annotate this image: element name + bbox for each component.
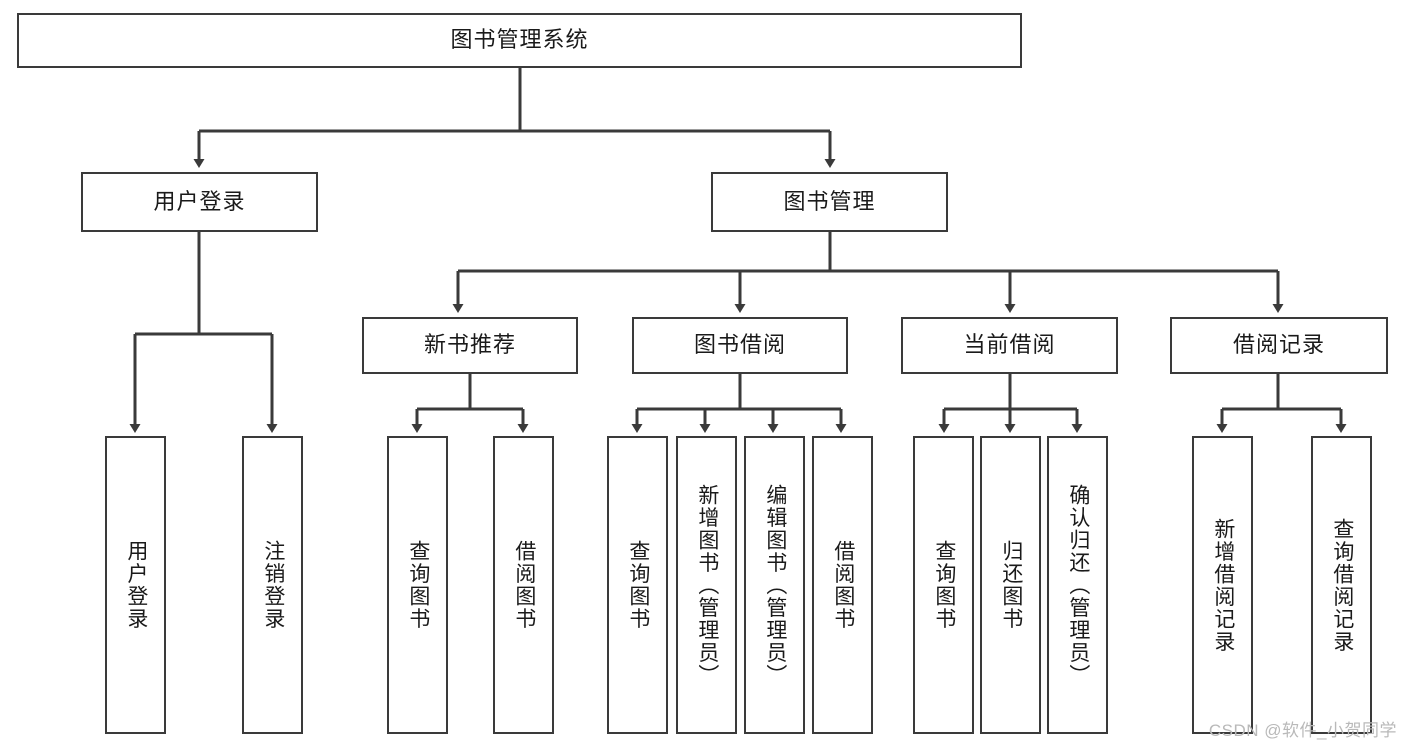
node-label: 借阅图书 xyxy=(512,540,536,630)
node-label: 查询图书 xyxy=(406,540,430,630)
node-label: 用户登录 xyxy=(124,540,148,630)
leaf-add-borrow-record[interactable]: 新增借阅记录 xyxy=(1192,436,1253,734)
leaf-logout-login[interactable]: 注销登录 xyxy=(242,436,303,734)
node-label: 借阅图书 xyxy=(831,540,855,630)
leaf-add-book[interactable]: 新增图书（管理员） xyxy=(676,436,737,734)
node-label: 查询图书 xyxy=(626,540,650,630)
leaf-borrow-book-recommend[interactable]: 借阅图书 xyxy=(493,436,554,734)
leaf-borrow-book[interactable]: 借阅图书 xyxy=(812,436,873,734)
node-label: 确认归还（管理员） xyxy=(1066,483,1090,687)
node-book-management-system[interactable]: 图书管理系统 xyxy=(17,13,1022,68)
node-current-borrow[interactable]: 当前借阅 xyxy=(901,317,1118,374)
leaf-return-book[interactable]: 归还图书 xyxy=(980,436,1041,734)
node-label: 借阅记录 xyxy=(1232,332,1325,358)
node-user-login[interactable]: 用户登录 xyxy=(81,172,318,232)
node-label: 新增图书（管理员） xyxy=(695,483,719,687)
csdn-watermark: CSDN @软件_小贺同学 xyxy=(1208,721,1397,740)
node-label: 用户登录 xyxy=(153,188,246,214)
node-label: 新书推荐 xyxy=(423,332,516,358)
node-label: 查询图书 xyxy=(932,540,956,630)
node-label: 编辑图书（管理员） xyxy=(763,483,787,687)
node-label: 图书管理系统 xyxy=(450,27,589,53)
leaf-query-book-borrow[interactable]: 查询图书 xyxy=(607,436,668,734)
leaf-query-book-current[interactable]: 查询图书 xyxy=(913,436,974,734)
node-new-book-recommend[interactable]: 新书推荐 xyxy=(362,317,578,374)
node-book-borrow[interactable]: 图书借阅 xyxy=(632,317,848,374)
leaf-user-login[interactable]: 用户登录 xyxy=(105,436,166,734)
node-label: 当前借阅 xyxy=(963,332,1056,358)
node-label: 图书借阅 xyxy=(693,332,786,358)
leaf-query-borrow-record[interactable]: 查询借阅记录 xyxy=(1311,436,1372,734)
leaf-edit-book[interactable]: 编辑图书（管理员） xyxy=(744,436,805,734)
node-label: 归还图书 xyxy=(999,540,1023,630)
node-book-management[interactable]: 图书管理 xyxy=(711,172,948,232)
node-borrow-record[interactable]: 借阅记录 xyxy=(1170,317,1388,374)
leaf-query-book-recommend[interactable]: 查询图书 xyxy=(387,436,448,734)
leaf-confirm-return[interactable]: 确认归还（管理员） xyxy=(1047,436,1108,734)
node-label: 新增借阅记录 xyxy=(1211,517,1235,653)
node-label: 查询借阅记录 xyxy=(1330,517,1354,653)
node-label: 注销登录 xyxy=(261,540,285,630)
node-label: 图书管理 xyxy=(783,188,876,214)
